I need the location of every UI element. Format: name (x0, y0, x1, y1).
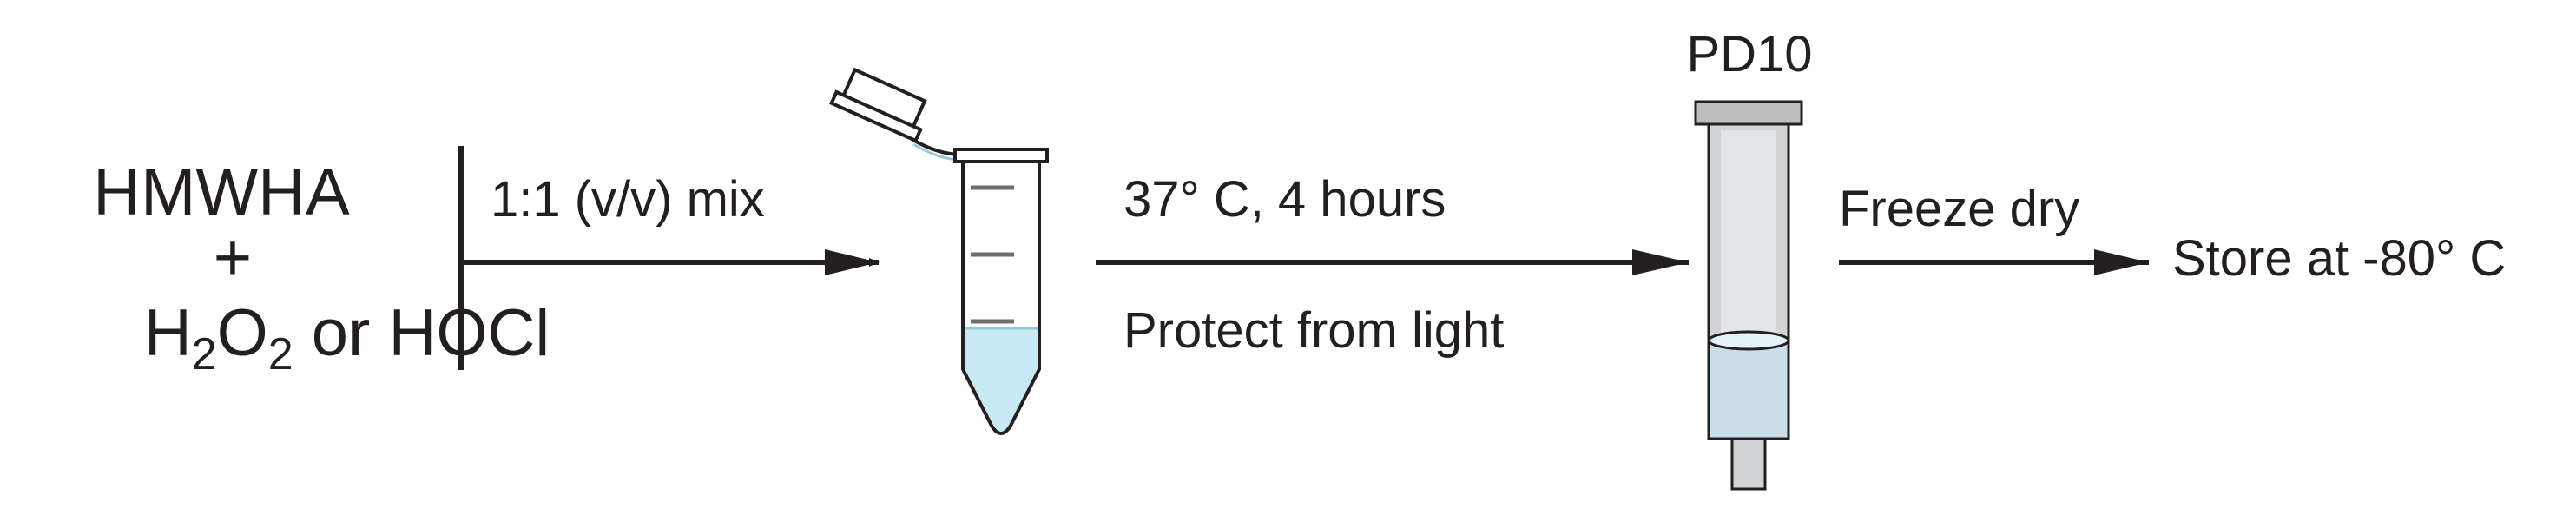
label-freeze: Freeze dry (1839, 181, 2079, 237)
reactant-hmwha: HMWHA (93, 155, 350, 229)
label-incubate: 37° C, 4 hours (1123, 171, 1446, 228)
label-store: Store at -80° C (2172, 230, 2506, 287)
label-mix: 1:1 (v/v) mix (491, 171, 765, 228)
formula-h-subscript: 2 (192, 329, 217, 380)
pd10-column-icon (1694, 100, 1803, 491)
formula-h: H (144, 296, 192, 370)
label-pd10: PD10 (1686, 26, 1812, 83)
plus-sign: + (214, 221, 252, 294)
arrow-freeze-head (2094, 249, 2149, 275)
arrow-mix-head (825, 249, 879, 275)
arrow-incubate-head (1632, 249, 1689, 275)
formula-rest: or HOCl (293, 296, 550, 370)
formula-o: O (217, 296, 268, 370)
reactants-group: HMWHA + H2O2 or HOCl (16, 155, 642, 380)
microcentrifuge-tube-icon (829, 67, 1049, 435)
label-protect: Protect from light (1123, 302, 1504, 359)
formula-o-subscript: 2 (268, 329, 293, 380)
reactant-oxidant: H2O2 or HOCl (16, 296, 642, 380)
